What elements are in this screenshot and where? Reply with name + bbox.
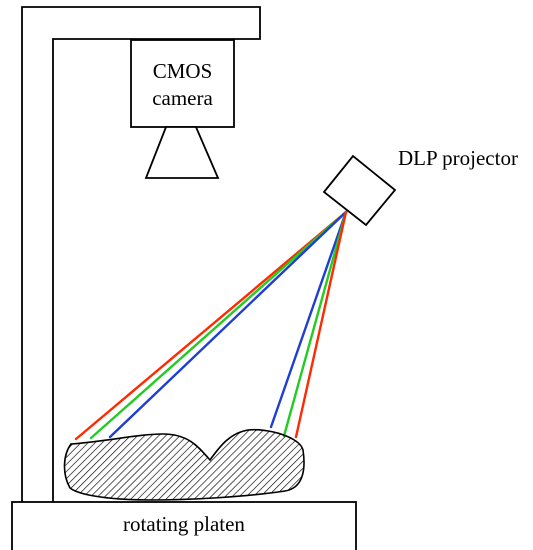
projector-label: DLP projector xyxy=(398,146,518,170)
dlp-projector xyxy=(322,154,397,227)
beam-right-green xyxy=(282,210,348,438)
rotating-platen xyxy=(11,501,357,550)
camera-label-line2: camera xyxy=(152,86,213,110)
camera-label-line1: CMOS xyxy=(152,59,213,83)
camera-label: CMOS camera xyxy=(131,58,234,112)
beam-right-blue xyxy=(269,210,348,429)
camera-lens xyxy=(144,126,220,179)
beam-left-blue xyxy=(108,210,348,439)
platen-label: rotating platen xyxy=(123,512,245,536)
scanned-object xyxy=(63,428,305,501)
support-frame xyxy=(21,6,261,502)
beam-left-green xyxy=(89,210,348,440)
beam-right-red xyxy=(294,210,348,439)
light-beams xyxy=(74,210,348,441)
beam-left-red xyxy=(74,210,348,441)
